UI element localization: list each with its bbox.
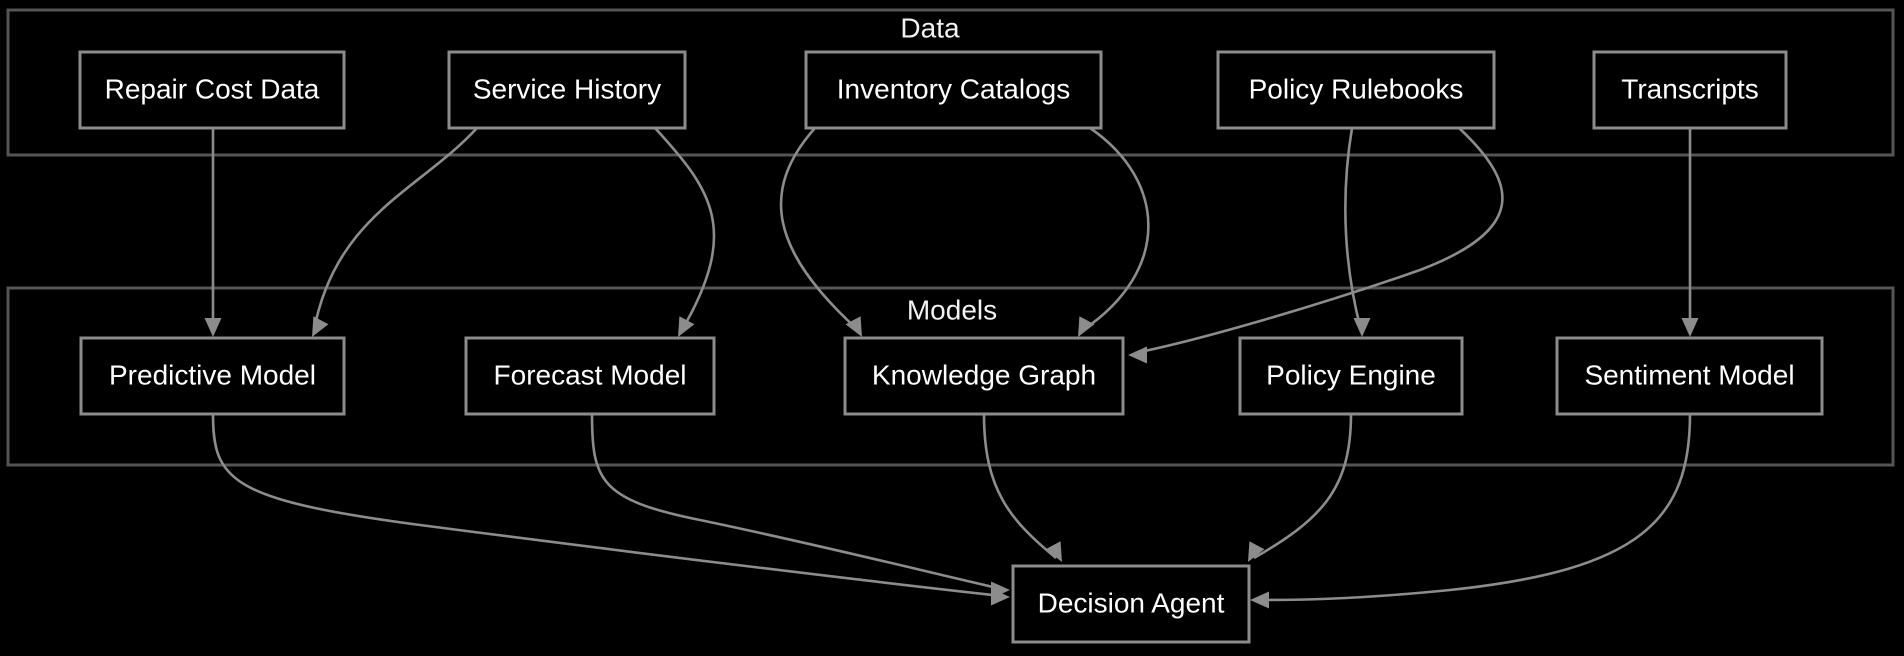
edge-service-history-to-forecast-model	[654, 127, 716, 337]
edge-line-service-history-to-predictive-model	[312, 127, 478, 331]
edge-policy-rulebooks-to-knowledge-graph	[1128, 127, 1504, 364]
edge-line-policy-engine-to-decision-agent	[1253, 413, 1353, 560]
node-label-repair-cost-data: Repair Cost Data	[105, 73, 320, 104]
node-box-policy-engine[interactable]	[1238, 336, 1464, 416]
node-box-repair-cost-data[interactable]	[78, 50, 346, 130]
edge-repair-cost-data-to-predictive-model	[204, 128, 222, 337]
node-transcripts[interactable]: Transcripts	[1592, 50, 1788, 130]
arrowhead-icon	[312, 316, 329, 337]
node-sentiment-model[interactable]: Sentiment Model	[1555, 336, 1824, 416]
node-box-service-history[interactable]	[447, 50, 687, 130]
node-forecast-model[interactable]: Forecast Model	[464, 336, 716, 416]
arrowhead-icon	[204, 318, 222, 337]
edge-sentiment-model-to-decision-agent	[1250, 413, 1692, 609]
node-label-policy-rulebooks: Policy Rulebooks	[1249, 73, 1464, 104]
node-label-inventory-catalogs: Inventory Catalogs	[837, 73, 1070, 104]
node-service-history[interactable]: Service History	[447, 50, 687, 130]
node-box-inventory-catalogs[interactable]	[804, 50, 1103, 130]
node-box-knowledge-graph[interactable]	[843, 336, 1125, 416]
node-decision-agent[interactable]: Decision Agent	[1011, 564, 1251, 644]
edge-line-predictive-model-to-decision-agent	[211, 413, 1003, 598]
edge-forecast-model-to-decision-agent	[590, 413, 1010, 599]
node-label-service-history: Service History	[473, 73, 661, 104]
arrowhead-icon	[1045, 541, 1062, 562]
edge-predictive-model-to-decision-agent	[211, 413, 1010, 606]
arrowhead-icon	[845, 316, 862, 337]
edge-line-inventory-catalogs-to-knowledge-graph	[1082, 126, 1150, 332]
arrowhead-icon	[1128, 346, 1147, 364]
arrowhead-icon	[1078, 316, 1095, 337]
node-box-policy-rulebooks[interactable]	[1216, 50, 1496, 130]
edge-inventory-catalogs-to-knowledge-graph	[1078, 126, 1150, 337]
node-label-transcripts: Transcripts	[1621, 73, 1758, 104]
arrowhead-icon	[1353, 318, 1371, 337]
node-box-transcripts[interactable]	[1592, 50, 1788, 130]
cluster-label-data: Data	[900, 12, 960, 43]
node-label-decision-agent: Decision Agent	[1038, 587, 1225, 618]
edge-inventory-catalogs-to-forecast-model	[779, 127, 862, 337]
node-label-forecast-model: Forecast Model	[494, 359, 687, 390]
node-knowledge-graph[interactable]: Knowledge Graph	[843, 336, 1125, 416]
node-box-sentiment-model[interactable]	[1555, 336, 1824, 416]
edge-line-inventory-catalogs-to-forecast-model	[779, 127, 859, 331]
cluster-data: Data	[6, 8, 1895, 157]
node-label-knowledge-graph: Knowledge Graph	[872, 359, 1096, 390]
node-predictive-model[interactable]: Predictive Model	[79, 336, 346, 416]
node-label-predictive-model: Predictive Model	[109, 359, 316, 390]
node-label-policy-engine: Policy Engine	[1266, 359, 1436, 390]
edge-policy-rulebooks-to-policy-engine	[1344, 127, 1371, 337]
arrowhead-icon	[1248, 541, 1265, 562]
arrowhead-icon	[678, 316, 695, 337]
node-policy-engine[interactable]: Policy Engine	[1238, 336, 1464, 416]
edge-knowledge-graph-to-decision-agent	[982, 413, 1062, 562]
cluster-border-models	[6, 286, 1895, 467]
cluster-label-models: Models	[907, 294, 997, 325]
cluster-models: Models	[6, 286, 1895, 467]
arrowhead-icon	[1250, 591, 1269, 609]
edge-layer	[204, 126, 1699, 609]
arrowhead-icon	[1681, 318, 1699, 337]
edge-line-policy-rulebooks-to-policy-engine	[1344, 127, 1363, 331]
arrowhead-icon	[991, 581, 1010, 599]
edge-line-forecast-model-to-decision-agent	[590, 413, 1003, 591]
node-label-sentiment-model: Sentiment Model	[1584, 359, 1794, 390]
node-box-predictive-model[interactable]	[79, 336, 346, 416]
edge-policy-engine-to-decision-agent	[1248, 413, 1353, 562]
node-layer: Repair Cost Data Service History Inventory…	[78, 50, 1824, 644]
node-repair-cost-data[interactable]: Repair Cost Data	[78, 50, 346, 130]
edge-line-service-history-to-forecast-model	[654, 127, 716, 331]
node-box-forecast-model[interactable]	[464, 336, 716, 416]
node-box-decision-agent[interactable]	[1011, 564, 1251, 644]
edge-line-sentiment-model-to-decision-agent	[1257, 413, 1692, 602]
node-inventory-catalogs[interactable]: Inventory Catalogs	[804, 50, 1103, 130]
edge-line-knowledge-graph-to-decision-agent	[982, 413, 1057, 560]
edge-transcripts-to-sentiment-model	[1681, 128, 1699, 337]
edge-line-policy-rulebooks-to-knowledge-graph	[1134, 127, 1504, 355]
cluster-border-data	[6, 8, 1895, 157]
edge-service-history-to-predictive-model	[312, 127, 478, 337]
node-policy-rulebooks[interactable]: Policy Rulebooks	[1216, 50, 1496, 130]
